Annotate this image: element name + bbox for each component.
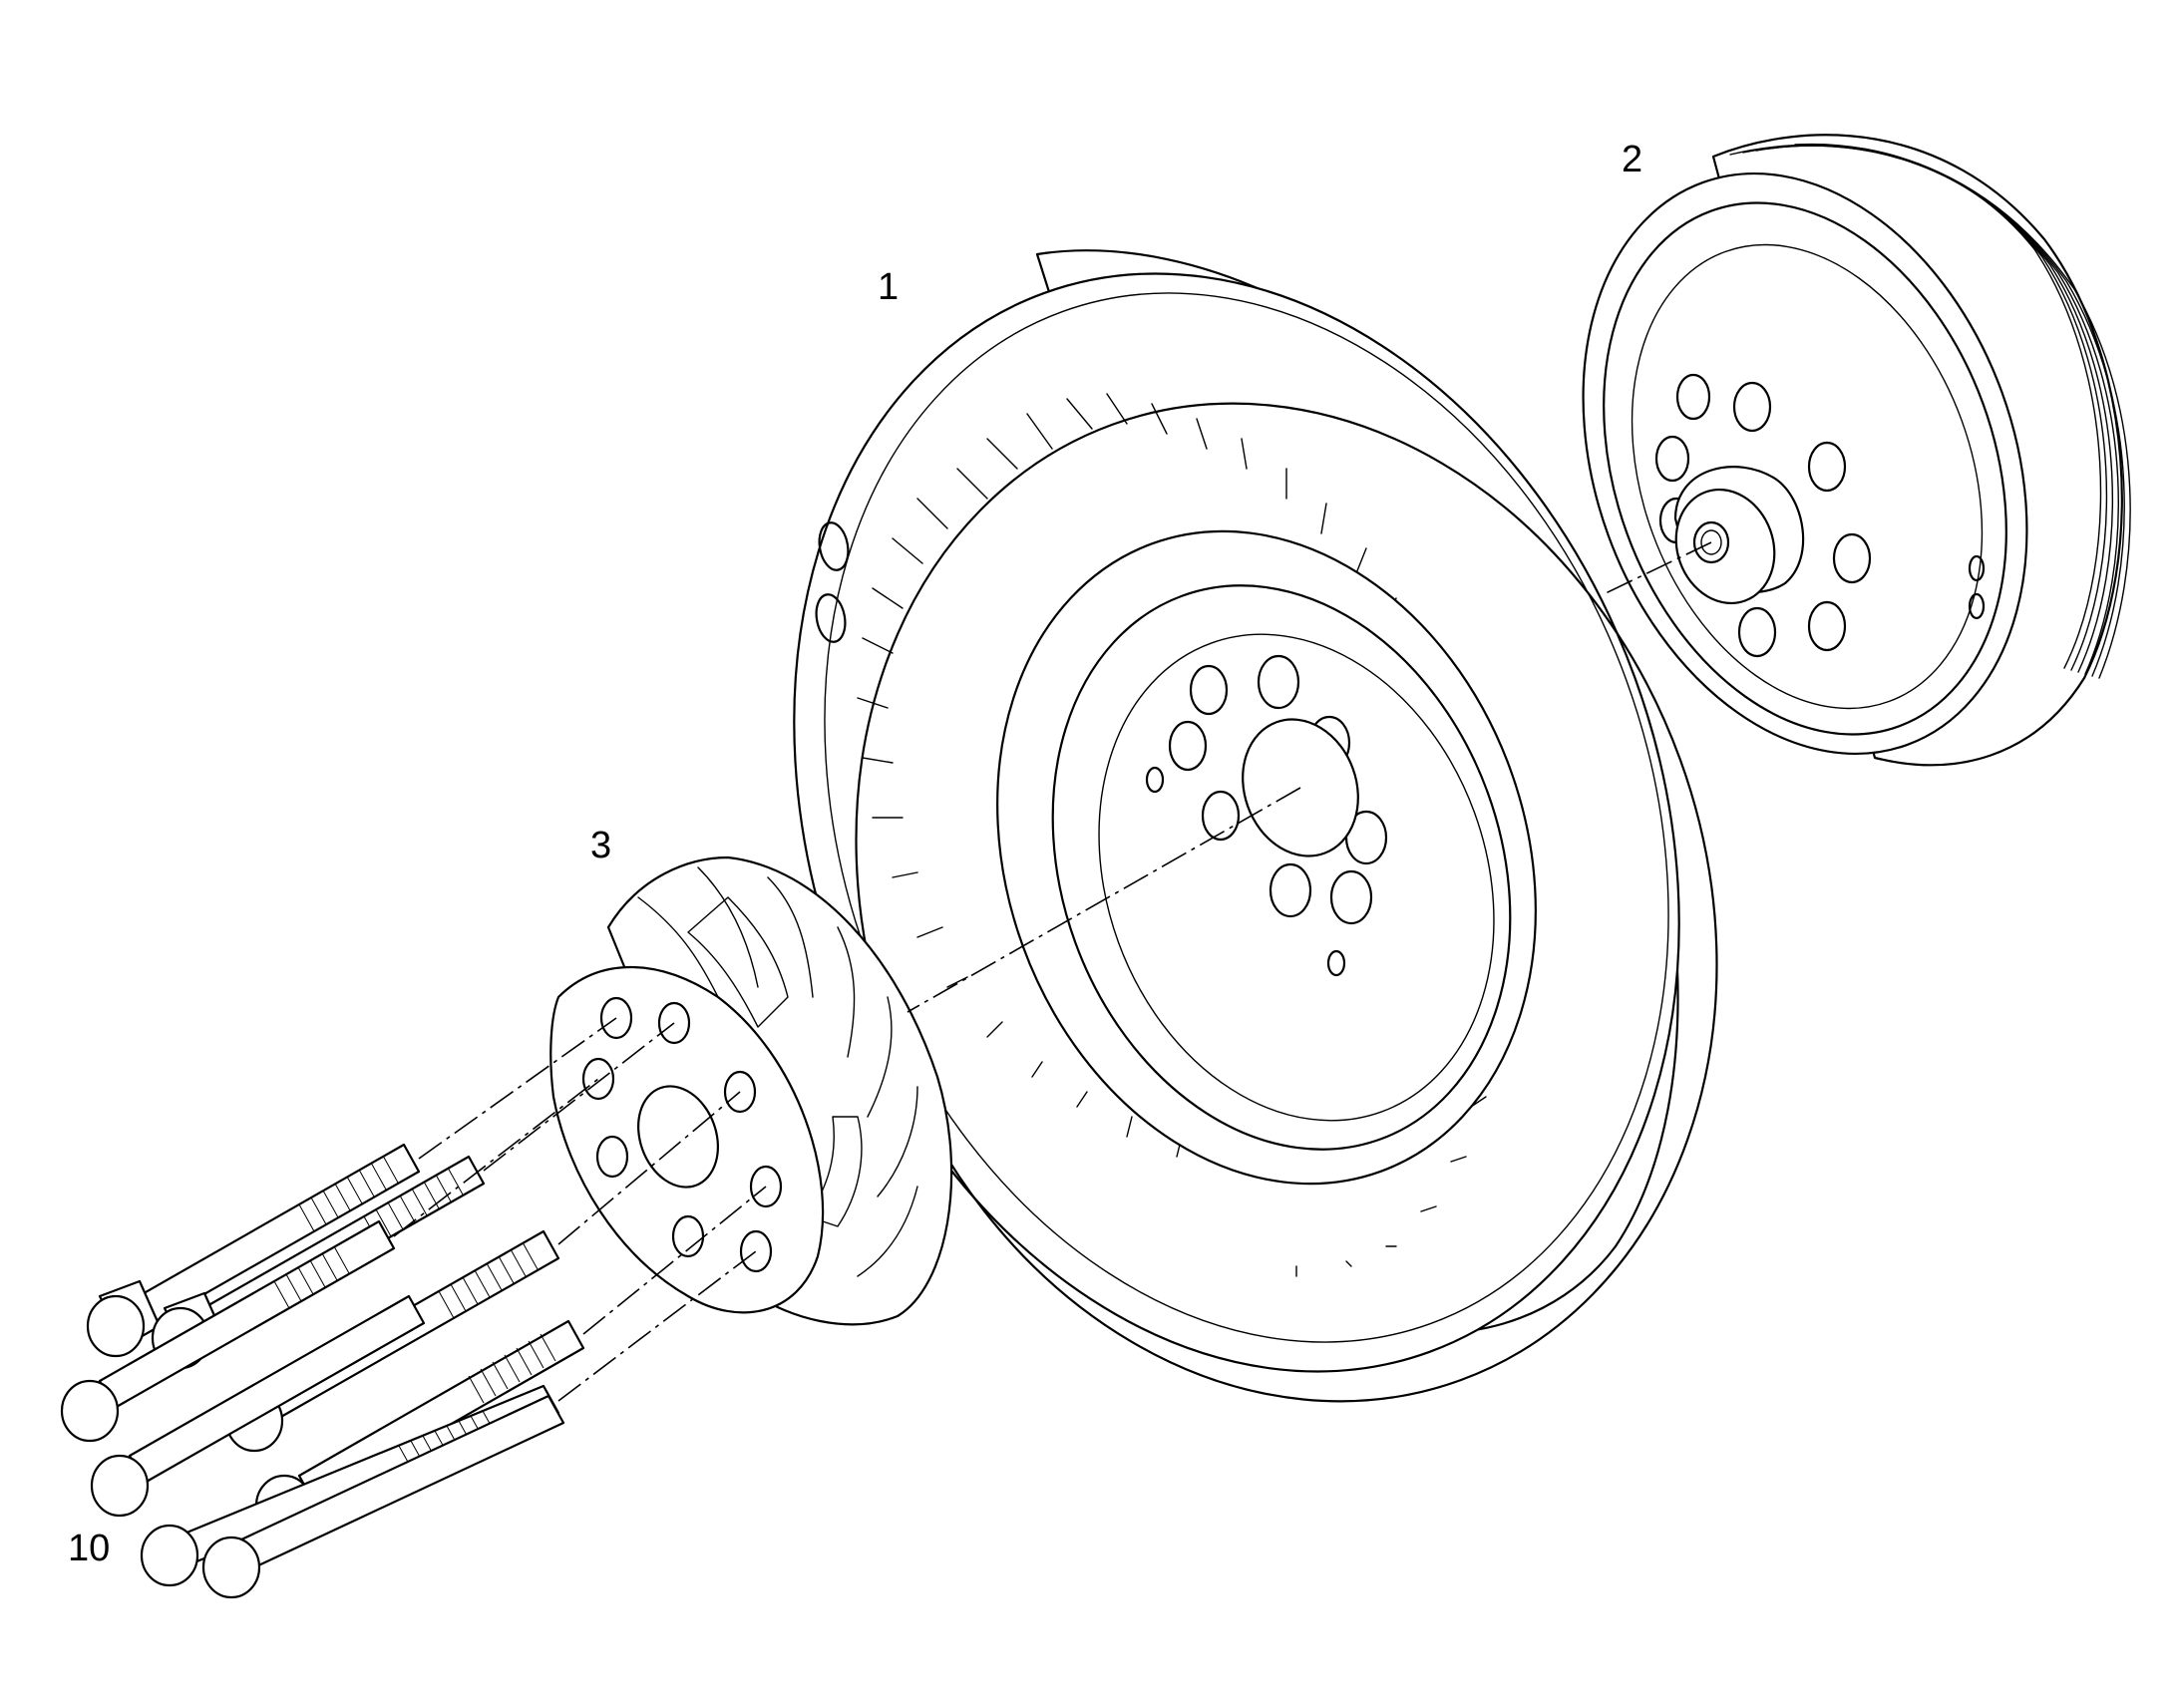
callout-part-1: 1 <box>878 266 899 308</box>
crankshaft-pulley <box>1582 134 2131 767</box>
callout-part-10: 10 <box>68 1528 110 1569</box>
adapter-ribs <box>637 866 918 1277</box>
assembly-center-lines <box>393 541 1712 1402</box>
callout-part-2: 2 <box>1622 139 1642 180</box>
bolt <box>60 1219 396 1443</box>
pulley-grooves <box>1729 143 2131 679</box>
bolt <box>201 1394 565 1599</box>
bolt <box>90 1294 426 1518</box>
bolt <box>86 1143 421 1358</box>
adapter-hub <box>549 855 953 1326</box>
bolts <box>60 1143 585 1599</box>
adapter-bolt-holes <box>581 996 783 1273</box>
vibration-damper <box>793 249 1718 1403</box>
callout-part-3: 3 <box>590 825 611 866</box>
